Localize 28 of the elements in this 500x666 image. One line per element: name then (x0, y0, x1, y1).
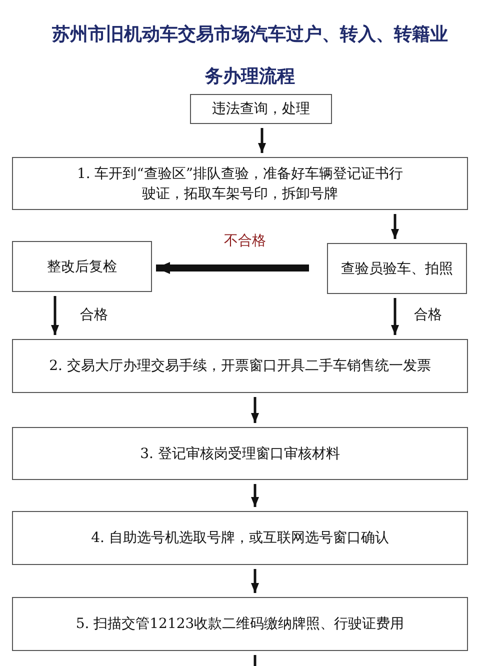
edge-label: 合格 (78, 306, 110, 324)
arrow (251, 397, 259, 423)
process-box (12, 511, 468, 565)
process-box (190, 94, 332, 124)
step-text: 1. 车开到“查验区”排队查验，准备好车辆登记证书行驶证，拓取车架号印，拆卸号牌 (76, 164, 404, 204)
step-text: 违法查询，处理 (211, 100, 311, 119)
arrow (258, 128, 266, 153)
arrow (251, 484, 259, 507)
process-box (12, 339, 468, 393)
step-text: 5. 扫描交管12123收款二维码缴纳牌照、行驶证费用 (74, 615, 406, 634)
edge-label: 合格 (412, 306, 444, 324)
title: 苏州市旧机动车交易市场汽车过户、转入、转籍业务办理流程 (51, 23, 449, 89)
process-box (12, 597, 468, 651)
arrow (391, 298, 399, 335)
process-box (12, 157, 468, 210)
process-box (12, 427, 468, 480)
step-text: 整改后复检 (46, 258, 118, 276)
process-box (12, 241, 152, 292)
step-text: 2. 交易大厅办理交易手续，开票窗口开具二手车销售统一发票 (48, 357, 432, 376)
arrow (156, 262, 309, 274)
step-text: 3. 登记审核岗受理窗口审核材料 (139, 444, 341, 464)
edge-label: 不合格 (222, 232, 268, 250)
step-text: 4. 自助选号机选取号牌，或互联网选号窗口确认 (90, 529, 390, 548)
arrow (51, 296, 59, 335)
process-box (327, 243, 467, 294)
step-text: 查验员验车、拍照 (340, 260, 454, 278)
arrow (251, 569, 259, 593)
arrow (391, 214, 399, 239)
